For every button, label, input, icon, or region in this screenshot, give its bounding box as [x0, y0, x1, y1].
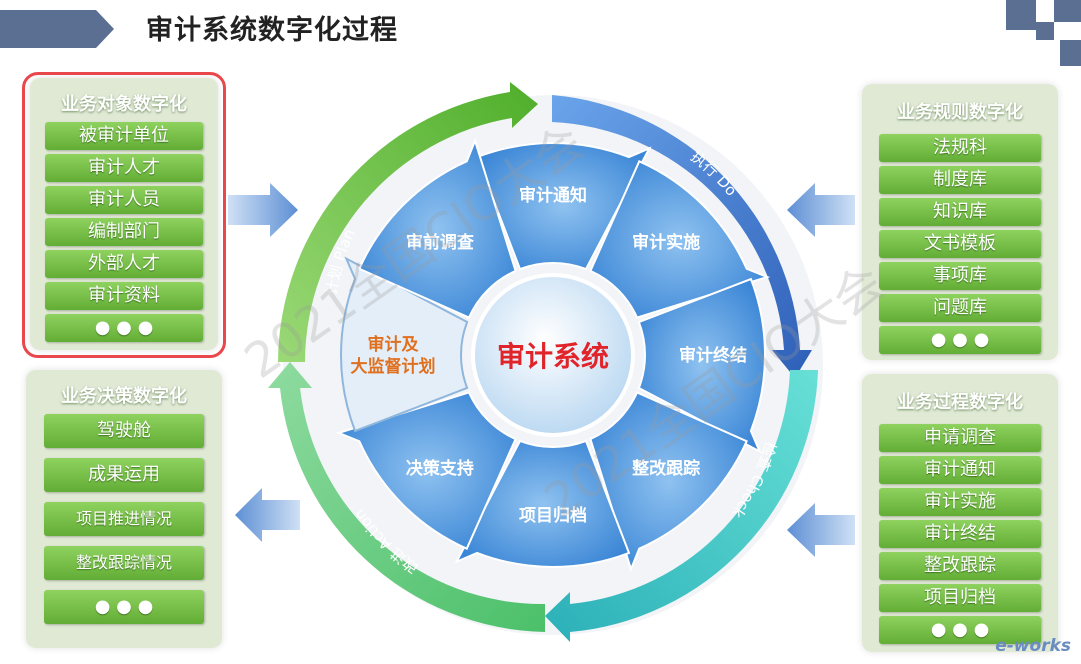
segment-label: 大监督计划 — [351, 356, 436, 377]
panel-title: 业务决策数字化 — [61, 386, 187, 407]
process-segment — [637, 277, 766, 454]
panel-item: 项目推进情况 — [44, 502, 204, 536]
process-segment — [335, 391, 517, 550]
process-segment — [589, 160, 771, 319]
panel-item: ● ● ● — [44, 590, 204, 624]
panel-business-objects: 业务对象数字化 被审计单位审计人才审计人员编制部门外部人才审计资料 ● ● ● — [30, 78, 218, 350]
panel-item: 知识库 — [879, 198, 1041, 226]
panel-item: 整改跟踪 — [879, 552, 1041, 580]
do-arc — [552, 95, 812, 378]
panel-item: 事项库 — [879, 262, 1041, 290]
arrow-left-icon — [787, 183, 855, 237]
panel-item: 审计终结 — [879, 520, 1041, 548]
panel-item: 审计通知 — [879, 456, 1041, 484]
process-segment — [340, 256, 469, 433]
panel-item: 外部人才 — [45, 250, 203, 278]
process-segment — [589, 391, 748, 573]
corner-square — [1054, 0, 1081, 22]
panel-item: 驾驶舱 — [44, 414, 204, 448]
process-segment — [454, 439, 631, 568]
panel-item: ● ● ● — [879, 326, 1041, 354]
panel-item: ● ● ● — [879, 616, 1041, 644]
panel-item: 成果运用 — [44, 458, 204, 492]
center-circle — [471, 273, 635, 437]
panel-item: ● ● ● — [45, 314, 203, 342]
panel-item: 文书模板 — [879, 230, 1041, 258]
panel-item: 问题库 — [879, 294, 1041, 322]
panel-business-decisions: 业务决策数字化 驾驶舱成果运用项目推进情况整改跟踪情况 ● ● ● — [26, 370, 222, 648]
corner-square — [1060, 40, 1081, 66]
process-segment — [358, 137, 517, 319]
header-bar — [0, 10, 96, 48]
corner-square — [1036, 22, 1054, 40]
check-arc — [545, 370, 818, 642]
highlight-frame — [22, 72, 226, 358]
action-arc — [268, 362, 545, 632]
segment-label: 审计及 — [368, 334, 420, 355]
panel-item: 被审计单位 — [45, 122, 203, 150]
segment-label: 审计通知 — [519, 185, 587, 206]
segment-label: 审计终结 — [679, 345, 747, 366]
plan-arc — [278, 82, 538, 362]
segment-label: 项目归档 — [519, 505, 587, 526]
panel-item: 审计资料 — [45, 282, 203, 310]
panel-item: 编制部门 — [45, 218, 203, 246]
panel-item: 整改跟踪情况 — [44, 546, 204, 580]
corner-square — [1006, 0, 1036, 30]
arrow-right-icon — [228, 183, 298, 237]
segment-label: 审计实施 — [632, 232, 700, 253]
eworks-logo: e-works — [995, 636, 1071, 656]
panel-item: 申请调查 — [879, 424, 1041, 452]
panel-item: 审计实施 — [879, 488, 1041, 516]
page-title: 审计系统数字化过程 — [146, 15, 398, 46]
panel-item: 项目归档 — [879, 584, 1041, 612]
segment-label: 决策支持 — [406, 458, 474, 479]
panel-business-rules: 业务规则数字化 法规科制度库知识库文书模板事项库问题库 ● ● ● — [862, 84, 1058, 360]
arrow-left-icon — [235, 488, 300, 542]
center-label: 审计系统 — [497, 340, 609, 373]
header-arrow — [96, 10, 114, 48]
process-segment — [475, 142, 652, 271]
panel-title: 业务规则数字化 — [897, 102, 1023, 123]
panel-business-process: 业务过程数字化 申请调查审计通知审计实施审计终结整改跟踪项目归档 ● ● ● — [862, 374, 1058, 652]
panel-title: 业务过程数字化 — [897, 392, 1023, 413]
panel-item: 审计人才 — [45, 154, 203, 182]
panel-title: 业务对象数字化 — [61, 94, 187, 115]
panel-item: 法规科 — [879, 134, 1041, 162]
arrow-left-icon — [787, 503, 855, 557]
panel-item: 审计人员 — [45, 186, 203, 214]
panel-item: 制度库 — [879, 166, 1041, 194]
segment-label: 审前调查 — [406, 232, 475, 253]
segment-label: 整改跟踪 — [632, 458, 700, 479]
